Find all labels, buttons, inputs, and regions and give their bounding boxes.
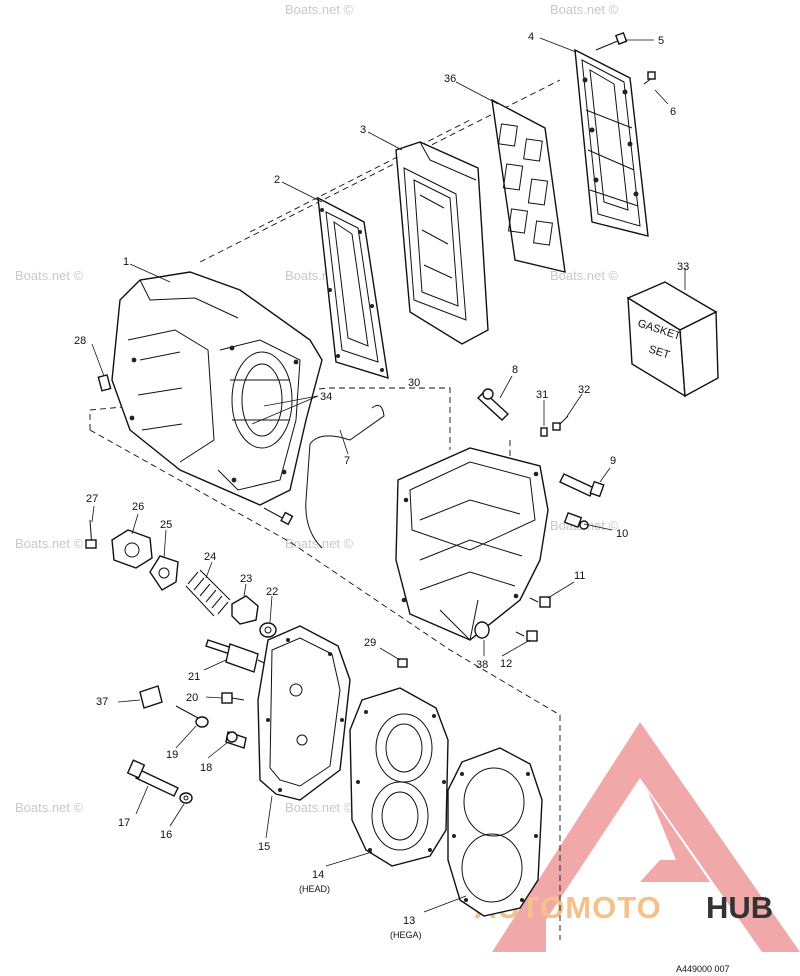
part-38-plug xyxy=(474,621,490,639)
part-27-screw xyxy=(85,519,97,549)
alignment-lines xyxy=(89,79,561,940)
part-5-screw xyxy=(595,31,628,51)
sublabel-hega: (HEGA) xyxy=(390,930,422,940)
part-30-crankcase-cover xyxy=(395,447,549,642)
leader-lines xyxy=(91,37,686,913)
part-31-pin xyxy=(540,427,548,437)
part-26-thermostat-cover xyxy=(111,529,153,569)
callout-25: 25 xyxy=(160,519,172,531)
part-12-screw xyxy=(515,630,538,642)
watermark: Boats.net © xyxy=(285,2,354,17)
part-29-plug xyxy=(397,658,408,668)
callout-29: 29 xyxy=(364,637,376,649)
part-25-gasket xyxy=(149,555,179,591)
part-19-washer xyxy=(175,705,209,728)
callout-8: 8 xyxy=(512,364,518,376)
part-24-spring xyxy=(185,569,231,617)
part-8-bolt xyxy=(476,388,510,421)
part-4-cover-plate xyxy=(574,48,649,237)
watermarks: Boats.net © Boats.net © Boats.net © Boat… xyxy=(15,2,619,815)
part-13-head-gasket xyxy=(447,747,543,917)
watermark: Boats.net © xyxy=(550,268,619,283)
watermark: Boats.net © xyxy=(285,800,354,815)
callout-27: 27 xyxy=(86,493,98,505)
part-21-sensor xyxy=(205,639,267,673)
callout-16: 16 xyxy=(160,829,172,841)
callout-18: 18 xyxy=(200,762,212,774)
part-2-gasket xyxy=(317,196,389,379)
watermark: Boats.net © xyxy=(550,2,619,17)
callout-17: 17 xyxy=(118,817,130,829)
sublabel-head: (HEAD) xyxy=(299,884,330,894)
callout-34: 34 xyxy=(320,391,332,403)
callout-1: 1 xyxy=(123,256,129,268)
watermark: Boats.net © xyxy=(15,536,84,551)
callout-12: 12 xyxy=(500,658,512,670)
callout-11: 11 xyxy=(574,570,585,582)
callout-22: 22 xyxy=(266,586,278,598)
doc-id: A449000 007 xyxy=(676,964,730,974)
callout-7: 7 xyxy=(344,455,350,467)
callout-labels: 1 2 3 4 5 6 7 8 9 10 11 12 13 14 15 16 1… xyxy=(74,31,689,940)
callout-14: 14 xyxy=(312,869,324,881)
part-3-reed-plate xyxy=(395,141,489,345)
part-16-washer xyxy=(179,792,193,804)
part-11-screw xyxy=(529,596,551,608)
part-9-bolt xyxy=(559,473,605,498)
part-37-decal xyxy=(139,685,163,709)
callout-15: 15 xyxy=(258,841,270,853)
callout-24: 24 xyxy=(204,551,216,563)
callout-9: 9 xyxy=(610,455,616,467)
part-22-seal xyxy=(259,622,277,638)
callout-30: 30 xyxy=(408,377,420,389)
part-34-bolt xyxy=(263,507,294,526)
part-15-cover-plate xyxy=(257,625,351,801)
watermark: Boats.net © xyxy=(15,268,84,283)
logo-inner-triangle xyxy=(640,792,710,882)
callout-23: 23 xyxy=(240,573,252,585)
part-17-bolt xyxy=(126,759,179,797)
callout-20: 20 xyxy=(186,692,198,704)
part-36-gasket xyxy=(491,98,566,273)
callout-38: 38 xyxy=(476,659,488,671)
callout-37: 37 xyxy=(96,696,108,708)
callout-4: 4 xyxy=(528,31,534,43)
callout-21: 21 xyxy=(188,671,200,683)
logo-triangle xyxy=(492,722,800,952)
callout-13: 13 xyxy=(403,915,415,927)
part-20-screw xyxy=(221,692,245,704)
callout-19: 19 xyxy=(166,749,178,761)
part-10-fitting xyxy=(563,512,589,530)
callout-3: 3 xyxy=(360,124,366,136)
callout-28: 28 xyxy=(74,335,86,347)
part-28-dowel xyxy=(97,374,112,392)
part-33-gasket-set: GASKET SET xyxy=(626,281,719,398)
part-14-cylinder-head xyxy=(349,687,449,867)
callout-33: 33 xyxy=(677,261,689,273)
callout-6: 6 xyxy=(670,106,676,118)
part-18-fitting xyxy=(225,731,247,749)
callout-2: 2 xyxy=(274,174,280,186)
watermark: Boats.net © xyxy=(285,536,354,551)
callout-26: 26 xyxy=(132,501,144,513)
callout-32: 32 xyxy=(578,384,590,396)
callout-31: 31 xyxy=(536,389,548,401)
part-32-screw xyxy=(552,415,569,431)
callout-36: 36 xyxy=(444,73,456,85)
part-1-crankcase xyxy=(111,271,323,506)
part-23-thermostat xyxy=(231,595,259,625)
part-6-screw xyxy=(643,71,656,85)
logo-text-dark: HUB xyxy=(706,890,773,925)
watermark: Boats.net © xyxy=(15,800,84,815)
callout-5: 5 xyxy=(658,35,664,47)
part-7-seal-cord xyxy=(305,404,385,549)
callout-10: 10 xyxy=(616,528,628,540)
